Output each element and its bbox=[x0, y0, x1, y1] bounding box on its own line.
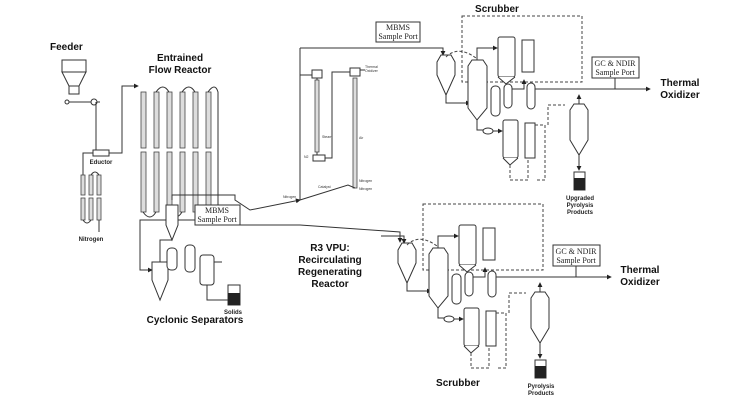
mbms-lower-line1: MBMS bbox=[205, 206, 229, 215]
thermal-lower-label-2: Oxidizer bbox=[620, 277, 660, 288]
r3-label-1: R3 VPU: bbox=[310, 243, 349, 254]
r3-label-4: Reactor bbox=[311, 279, 348, 290]
feeder bbox=[61, 59, 110, 157]
upgraded-label-3: Products bbox=[567, 210, 594, 216]
gc-lower-line1: GC & NDIR bbox=[556, 247, 598, 256]
entrained-flow-reactor bbox=[109, 83, 219, 273]
upgraded-label-1: Upgraded bbox=[566, 196, 594, 202]
scrubber-upper bbox=[420, 16, 650, 190]
solids-label: Solids bbox=[224, 310, 243, 316]
scrubber-lower-label: Scrubber bbox=[436, 378, 480, 389]
gc-upper-line1: GC & NDIR bbox=[595, 59, 637, 68]
cyclonic-separators bbox=[151, 194, 403, 306]
gc-ndir-port-lower bbox=[552, 244, 601, 267]
eductor-label: Eductor bbox=[90, 160, 113, 166]
pyrolysis-label-1: Pyrolysis bbox=[528, 384, 555, 390]
mbms-lower-line2: Sample Port bbox=[197, 215, 237, 224]
thermal-upper-label-2: Oxidizer bbox=[660, 90, 700, 101]
nitrogen-label-3: Nitrogen bbox=[283, 195, 296, 199]
feeder-label: Feeder bbox=[50, 42, 83, 53]
scrubber-upper-label: Scrubber bbox=[475, 4, 519, 15]
nitrogen-preheater bbox=[80, 152, 102, 232]
riser-thermal-label-2: Oxidizer bbox=[365, 69, 379, 73]
air-label: Air bbox=[359, 136, 364, 140]
r3-label-3: Regenerating bbox=[298, 267, 362, 278]
gc-upper-line2: Sample Port bbox=[595, 68, 635, 77]
riser-thermal-label: Thermal bbox=[365, 65, 378, 69]
nitrogen-label-2: Nitrogen bbox=[359, 187, 372, 191]
thermal-upper-label-1: Thermal bbox=[661, 78, 700, 89]
mbms-sample-port-upper bbox=[375, 21, 421, 43]
thermal-lower-label-1: Thermal bbox=[621, 265, 660, 276]
gc-lower-line2: Sample Port bbox=[556, 256, 596, 265]
gc-ndir-port-upper bbox=[591, 56, 640, 79]
scrubber-lower bbox=[381, 204, 611, 378]
mbms-upper-line1: MBMS bbox=[386, 23, 410, 32]
r3-label-2: Recirculating bbox=[298, 255, 361, 266]
pyrolysis-label-2: Products bbox=[528, 391, 555, 397]
nitrogen-label-1: Nitrogen bbox=[359, 179, 372, 183]
cyclonic-label: Cyclonic Separators bbox=[147, 315, 244, 326]
r3-vpu-riser bbox=[299, 67, 365, 201]
upgraded-label-2: Pyrolysis bbox=[567, 203, 594, 209]
efr-label-2: Flow Reactor bbox=[149, 65, 212, 76]
mbms-sample-port-lower: MBMS Sample Port bbox=[194, 204, 241, 226]
efr-label-1: Entrained bbox=[157, 53, 203, 64]
nitrogen-label: Nitrogen bbox=[79, 237, 104, 243]
n2-label: N2 bbox=[304, 155, 309, 159]
steam-label: Steam bbox=[322, 135, 332, 139]
catalyst-label: Catalyst bbox=[318, 185, 331, 189]
mbms-upper-line2: Sample Port bbox=[378, 32, 418, 41]
